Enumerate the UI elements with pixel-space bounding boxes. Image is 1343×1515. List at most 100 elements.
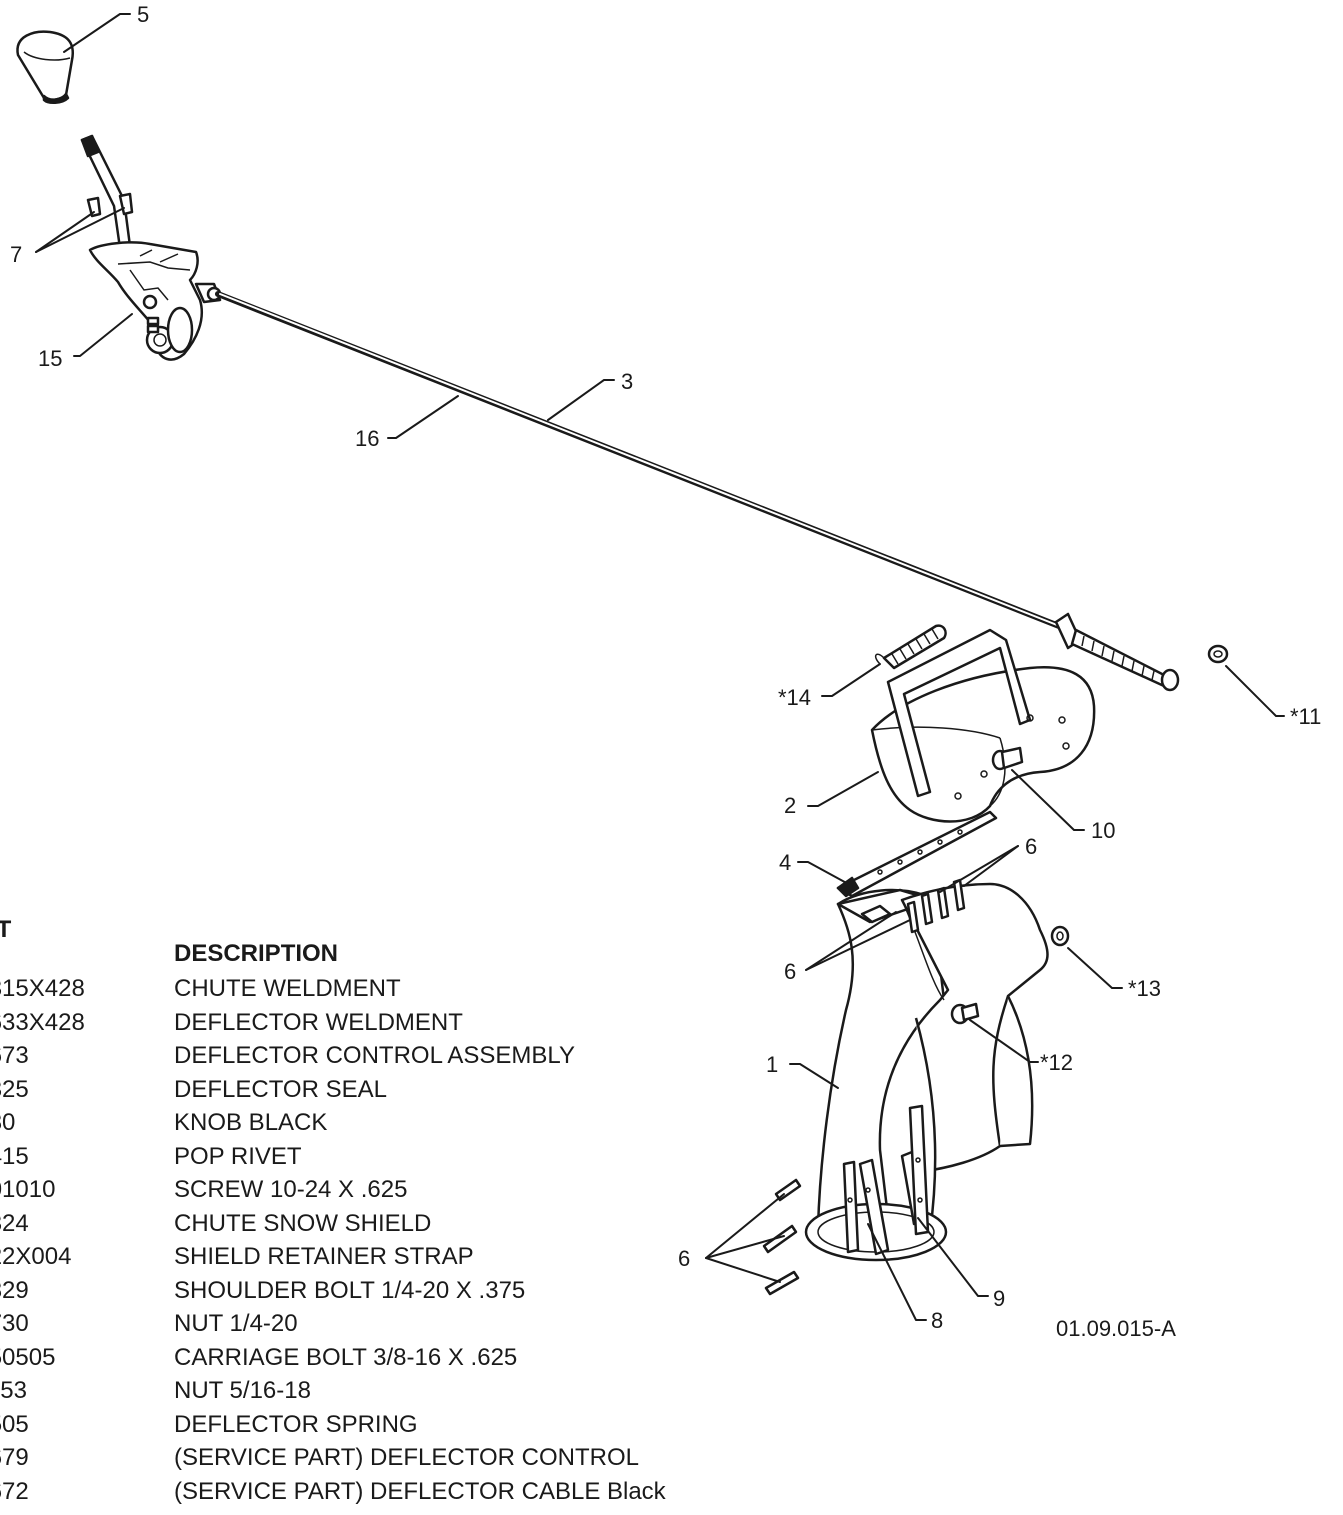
leader-line [547,379,615,421]
description: DEFLECTOR SPRING [174,1410,418,1438]
leader-line [35,207,125,253]
part-no: 34505 [0,1410,29,1438]
nut-11-part [1207,644,1229,664]
deflector-cable-part [215,291,1180,692]
leader-line [35,211,95,253]
leader-line [705,1235,785,1259]
drawing-number: 01.09.015-A [1056,1316,1176,1341]
part-no: 78633X428 [0,1008,85,1036]
description: SHOULDER BOLT 1/4-20 X .375 [174,1276,526,1304]
leader-line [789,1063,839,1089]
leader-line [805,911,897,971]
description: POP RIVET [174,1142,302,1170]
nut-13-part [1050,925,1070,947]
leader-line [73,313,133,357]
table-row: 2250505 CARRIAGE BOLT 3/8-16 X .625 [0,1341,666,1375]
callout-5: 5 [137,2,149,27]
callout-4: 4 [779,850,791,875]
leader-line [807,771,879,807]
table-row: 34505 DEFLECTOR SPRING [0,1408,666,1442]
leader-line [387,395,459,439]
callout-12: *12 [1040,1050,1073,1075]
header-part-no: ART O. [0,916,12,943]
callout-6-left: 6 [784,959,796,984]
description: NUT 5/16-18 [174,1377,311,1404]
part-no: 20673 [0,1042,29,1069]
callout-6-top: 6 [1025,834,1037,859]
description: SCREW 10-24 X .625 [174,1176,408,1203]
description: (SERVICE PART) DEFLECTOR CONTROL [174,1444,639,1471]
part-no: 7501010 [0,1176,56,1203]
description: DEFLECTOR SEAL [174,1075,387,1103]
table-row: 20679 (SERVICE PART) DEFLECTOR CONTROL [0,1441,666,1475]
table-row: 20673 DEFLECTOR CONTROL ASSEMBLY [0,1039,666,1073]
leader-line [705,1193,785,1259]
callout-9: 9 [993,1286,1005,1311]
description: KNOB BLACK [174,1109,328,1136]
knob-part [16,30,75,104]
description: CHUTE WELDMENT [174,975,401,1002]
table-row: 7501010 SCREW 10-24 X .625 [0,1173,666,1207]
table-row: 01730 NUT 1/4-20 [0,1307,666,1341]
part-no: 79829 [0,1276,29,1304]
part-no: 20672 [0,1477,29,1505]
description: NUT 1/4-20 [174,1310,298,1337]
leader-line [821,663,881,697]
callout-2: 2 [784,793,796,818]
deflector-weldment-part [870,628,1096,823]
description: SHIELD RETAINER STRAP [174,1243,474,1270]
pop-rivets-part [906,878,966,934]
table-row: 20325 DEFLECTOR SEAL [0,1073,666,1107]
leader-line [917,1217,989,1297]
callout-11: *11 [1290,704,1321,729]
table-row: 20315X428 CHUTE WELDMENT [0,972,666,1006]
part-no: 30324 [0,1209,29,1237]
table-row: 20672 (SERVICE PART) DEFLECTOR CABLE Blac… [0,1475,666,1509]
description: DEFLECTOR WELDMENT [174,1008,463,1036]
parts-list-table: ART O. DESCRIPTION 20315X428 CHUTE WELDME… [0,918,666,1508]
part-no: 20325 [0,1075,29,1103]
description: CARRIAGE BOLT 3/8-16 X .625 [174,1343,518,1371]
callout-16: 16 [355,426,379,451]
leader-line [705,1257,781,1283]
header-description: DESCRIPTION [174,940,339,967]
deflector-spring-part [874,624,947,670]
table-row: 51153NUT 5/16-18 [0,1374,666,1408]
leader-line [963,845,1019,887]
shoulder-bolt-part [991,746,1024,771]
part-no: 2250505 [0,1343,56,1371]
leader-line [1225,665,1285,717]
part-no: 4280 [0,1109,16,1136]
part-no: 01730 [0,1310,29,1337]
description: (SERVICE PART) DEFLECTOR CABLE Black [174,1477,666,1505]
table-row: 30324 CHUTE SNOW SHIELD [0,1207,666,1241]
part-no: 20315X428 [0,975,85,1002]
leader-line [63,13,131,53]
table-row: 9822X004SHIELD RETAINER STRAP [0,1240,666,1274]
callout-10: 10 [1091,818,1115,843]
part-no: 28415 [0,1142,29,1170]
callout-3: 3 [621,369,633,394]
table-row: 78633X428 DEFLECTOR WELDMENT [0,1006,666,1040]
chute-weldment-part [804,882,1049,1262]
leader-line [1011,769,1085,831]
carriage-bolt-part [950,1002,980,1025]
callout-1: 1 [766,1052,778,1077]
leader-line [805,919,911,971]
leader-line [867,1223,927,1321]
description: CHUTE SNOW SHIELD [174,1209,432,1237]
callout-13: *13 [1128,976,1161,1001]
screws-part [762,1178,802,1296]
control-lever-part [80,134,222,361]
deflector-seal-part [836,810,998,898]
callout-15: 15 [38,346,62,371]
leader-line [939,845,1019,893]
part-no: 20679 [0,1444,29,1471]
callout-14: *14 [778,685,811,710]
description: DEFLECTOR CONTROL ASSEMBLY [174,1042,575,1069]
leader-line [969,1019,1039,1063]
callout-6-bottom: 6 [678,1246,690,1271]
parts-table-header: ART O. DESCRIPTION [0,918,666,972]
callout-7: 7 [10,242,22,267]
